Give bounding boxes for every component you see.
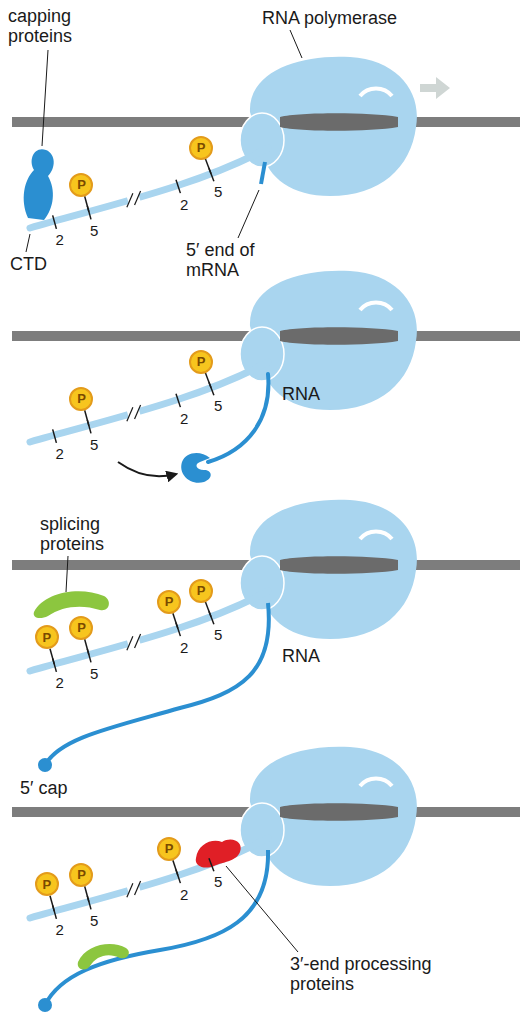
end-processing-protein: [196, 840, 241, 868]
break-mark: [135, 191, 141, 205]
phosphate-stick: [205, 159, 211, 174]
phosphate-label: P: [77, 178, 86, 191]
rna-strand: [261, 162, 265, 184]
break-mark: [135, 405, 141, 419]
phosphate-label: P: [197, 141, 206, 154]
part-label: RNA: [282, 384, 342, 404]
site-number: 2: [180, 640, 188, 656]
phosphate-label: P: [42, 631, 51, 644]
break-mark: [127, 883, 133, 897]
part-label: 5′ end of mRNA: [186, 240, 270, 280]
rna-strand: [208, 374, 268, 462]
direction-arrow: [420, 77, 450, 99]
phosphate-circle: P: [69, 387, 93, 411]
phosphate-stick: [173, 860, 178, 875]
capping-protein: [181, 453, 211, 483]
phosphate-label: P: [77, 621, 86, 634]
part-label: 3′-end processing proteins: [290, 954, 462, 994]
site-number: 5: [90, 666, 98, 682]
site-tick: [53, 215, 57, 228]
splicing-protein: [78, 944, 129, 969]
5-cap: [38, 998, 52, 1012]
phosphate-label: P: [197, 355, 206, 368]
part-label: 5′ cap: [20, 778, 100, 798]
site-number: 2: [55, 675, 63, 691]
phosphate-circle: P: [69, 173, 93, 197]
rna-strand: [45, 850, 268, 1005]
break-mark: [135, 634, 141, 648]
site-number: 5: [214, 874, 222, 890]
phosphate-circle: P: [189, 136, 213, 160]
leader-line: [42, 50, 48, 146]
phosphate-circle: P: [189, 350, 213, 374]
site-number: 2: [180, 411, 188, 427]
polymerase: [12, 747, 520, 918]
phosphate-label: P: [77, 868, 86, 881]
site-number: 5: [90, 223, 98, 239]
site-number: 5: [214, 398, 222, 414]
phosphate-circle: P: [35, 625, 59, 649]
site-number: 5: [214, 627, 222, 643]
polymerase: [12, 271, 520, 442]
phosphate-stick: [205, 602, 211, 617]
phosphate-label: P: [77, 392, 86, 405]
phosphate-label: P: [197, 584, 206, 597]
splicing-protein: [34, 591, 109, 618]
phosphate-circle: P: [69, 616, 93, 640]
leader-line: [226, 866, 298, 952]
phosphate-label: P: [165, 842, 174, 855]
site-number: 2: [180, 197, 188, 213]
part-label: RNA: [282, 646, 342, 666]
phosphate-circle: P: [69, 863, 93, 887]
break-mark: [127, 636, 133, 650]
site-number: 2: [55, 446, 63, 462]
break-mark: [127, 407, 133, 421]
phosphate-stick: [85, 639, 89, 654]
polymerase: [12, 57, 520, 228]
phosphate-stick: [50, 896, 54, 911]
site-tick: [176, 180, 180, 193]
phosphate-circle: P: [157, 837, 181, 861]
part-label: RNA polymerase: [262, 8, 422, 28]
phosphate-stick: [85, 196, 89, 211]
part-label: CTD: [10, 254, 70, 274]
5-cap: [38, 758, 52, 772]
phosphate-stick: [173, 613, 178, 628]
part-label: splicing proteins: [40, 514, 140, 554]
release-arrow: [118, 462, 176, 476]
phosphate-label: P: [165, 595, 174, 608]
site-tick: [209, 858, 214, 871]
leader-line: [238, 190, 259, 238]
phosphate-stick: [50, 649, 54, 664]
phosphate-circle: P: [35, 872, 59, 896]
leader-line: [26, 234, 30, 252]
break-mark: [135, 881, 141, 895]
leader-line: [66, 556, 68, 592]
phosphate-stick: [205, 373, 211, 388]
site-number: 5: [214, 184, 222, 200]
phosphate-stick: [85, 410, 89, 425]
site-number: 2: [180, 887, 188, 903]
phosphate-circle: P: [157, 590, 181, 614]
phosphate-label: P: [42, 878, 51, 891]
site-number: 5: [90, 437, 98, 453]
site-tick: [53, 429, 57, 442]
site-number: 5: [90, 913, 98, 929]
rna-strand: [45, 603, 269, 765]
break-mark: [127, 193, 133, 207]
part-label: capping proteins: [8, 6, 108, 46]
phosphate-circle: P: [189, 579, 213, 603]
phosphate-stick: [85, 886, 89, 901]
site-number: 2: [55, 232, 63, 248]
capping-protein: [24, 149, 54, 220]
site-tick: [176, 394, 180, 407]
site-number: 2: [55, 922, 63, 938]
leader-line: [290, 30, 302, 58]
